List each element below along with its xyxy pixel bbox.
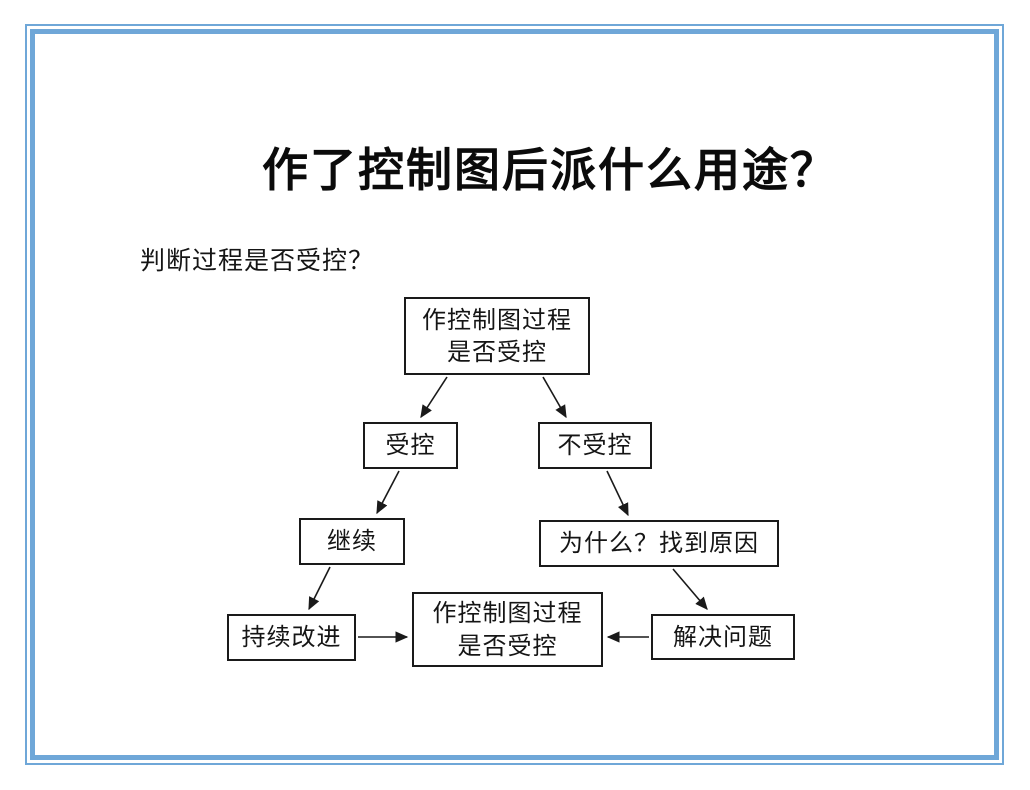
slide-title: 作了控制图后派什么用途？: [262, 143, 838, 197]
flow-node-improve-label: 持续改进: [241, 623, 342, 652]
flow-node-uncontrolled: 不受控: [538, 422, 652, 469]
flow-node-start-line2: 是否受控: [447, 338, 547, 366]
flow-node-find-cause-label: 为什么？找到原因: [559, 529, 759, 558]
flow-node-solve-label: 解决问题: [673, 622, 773, 651]
flow-node-continue: 继续: [299, 518, 405, 565]
flow-node-solve: 解决问题: [651, 614, 795, 660]
flow-node-uncontrolled-label: 不受控: [557, 431, 633, 460]
flow-node-loop: 作控制图过程 是否受控: [412, 592, 603, 667]
flow-node-controlled: 受控: [363, 422, 458, 469]
flow-node-start: 作控制图过程 是否受控: [404, 297, 590, 375]
flow-node-find-cause: 为什么？找到原因: [539, 520, 779, 567]
flow-node-start-line1: 作控制图过程: [422, 305, 572, 334]
flow-node-loop-line1: 作控制图过程: [432, 599, 583, 628]
flow-node-controlled-label: 受控: [385, 431, 436, 460]
flow-node-loop-line2: 是否受控: [457, 631, 558, 660]
flow-node-continue-label: 继续: [327, 527, 377, 556]
question-label: 判断过程是否受控？: [140, 246, 375, 275]
slide-border-inner: [30, 29, 999, 760]
flow-node-improve: 持续改进: [227, 614, 356, 661]
slide-border-outer: [25, 24, 1004, 765]
